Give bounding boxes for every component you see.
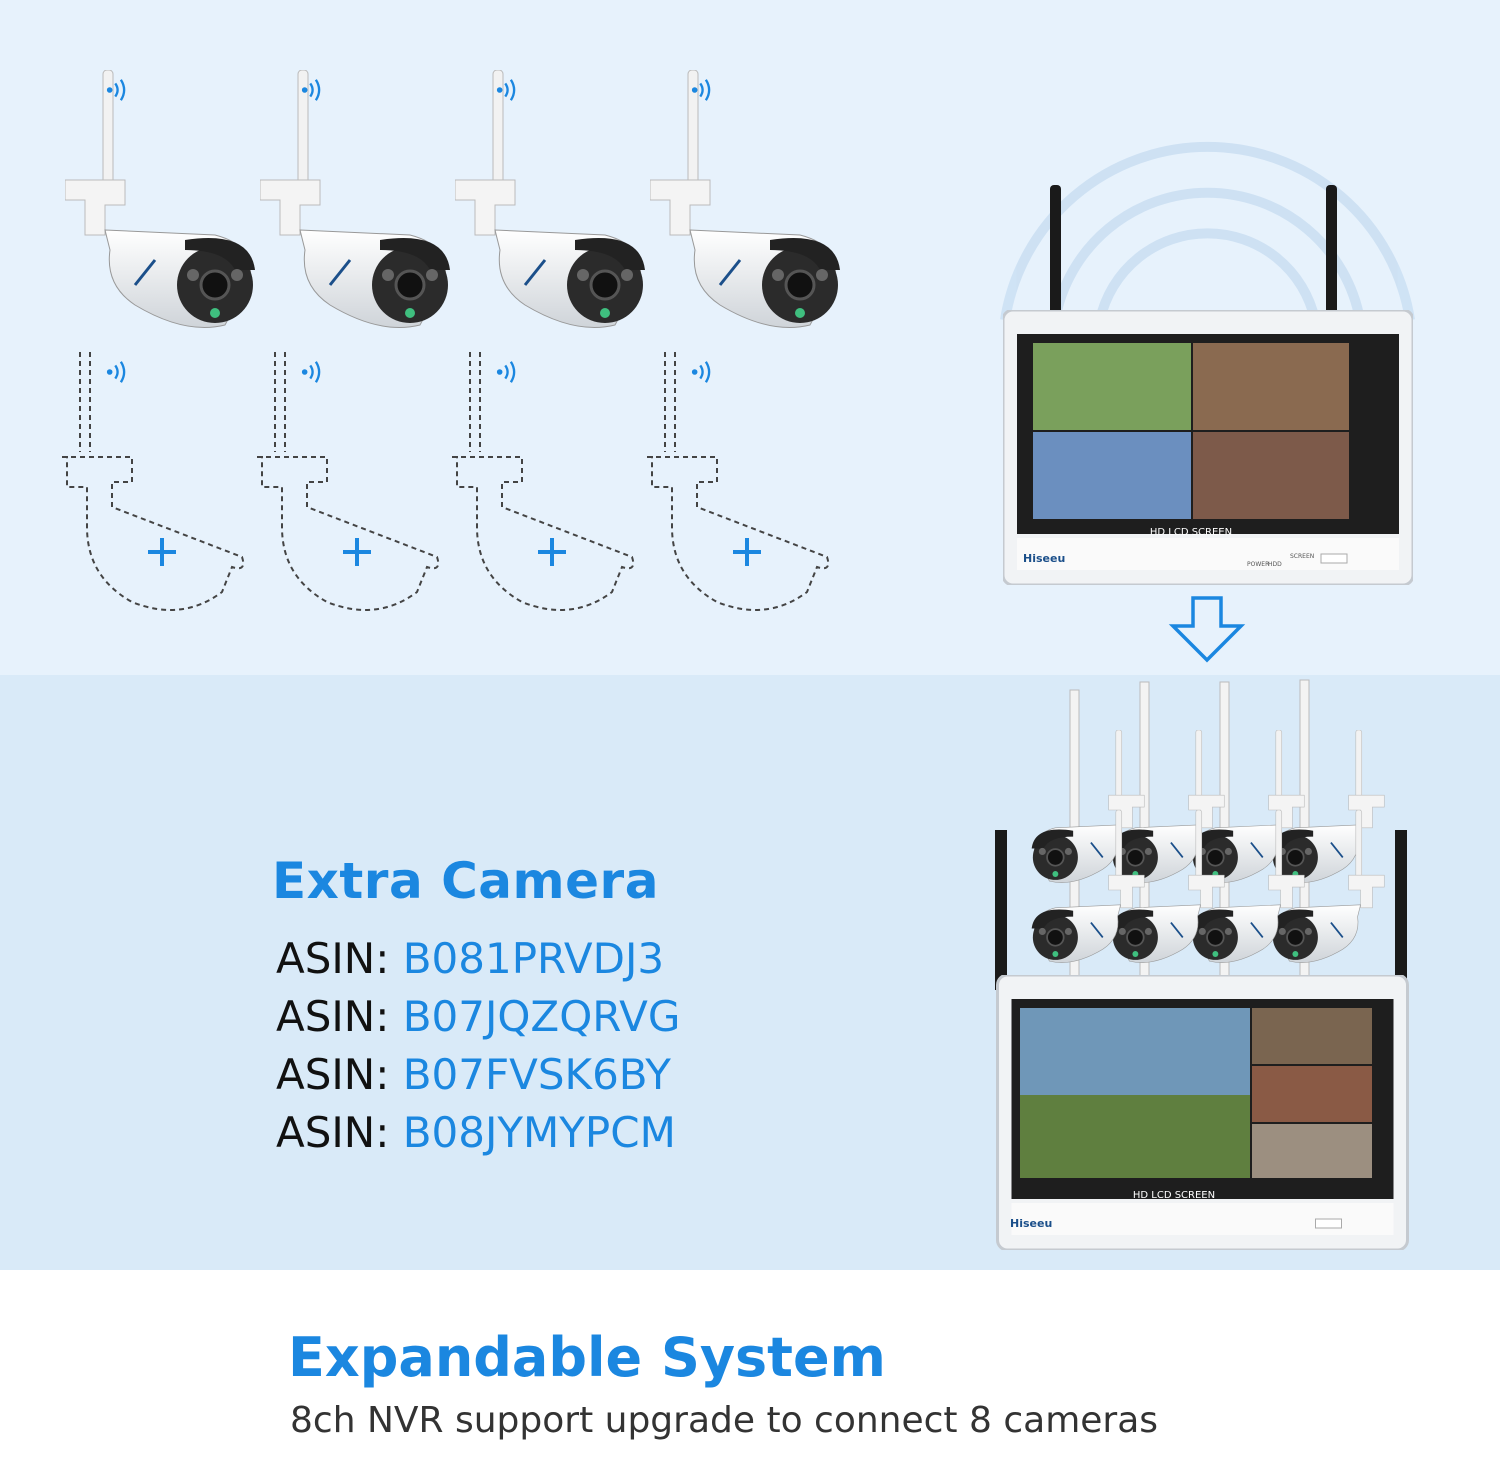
footer-title: Expandable System [288, 1326, 886, 1389]
wireless-waves [1000, 142, 1415, 322]
screen-button-label: SCREEN [1290, 553, 1314, 560]
camera-3 [455, 70, 647, 329]
screen-label: HD LCD SCREEN [1133, 1190, 1215, 1201]
asin-line: ASIN: B081PRVDJ3 [276, 934, 664, 983]
asin-code: B07FVSK6BY [402, 1050, 671, 1099]
brand-logo: Hiseeu [1010, 1217, 1052, 1230]
nvr-monitor-4ch: HD LCD SCREEN Hiseeu POWER HDD SCREEN [1000, 142, 1415, 585]
plus-icon [148, 538, 176, 566]
bottom-section [0, 1270, 1500, 1457]
brand-logo: Hiseeu [1023, 552, 1065, 565]
extra-camera-title: Extra Camera [272, 852, 659, 910]
empty-camera-slot [647, 352, 830, 611]
asin-line: ASIN: B07FVSK6BY [276, 1050, 671, 1099]
asin-label: ASIN: [276, 992, 390, 1041]
asin-label: ASIN: [276, 1050, 390, 1099]
asin-code: B081PRVDJ3 [402, 934, 665, 983]
wifi-signal-icon [690, 360, 711, 384]
asin-code: B08JYMYPCM [402, 1108, 676, 1157]
plus-icon [538, 538, 566, 566]
ghost-camera-group [62, 352, 830, 611]
footer-subtitle: 8ch NVR support upgrade to connect 8 cam… [290, 1400, 1159, 1441]
camera-2 [260, 70, 452, 329]
down-arrow-icon [1168, 596, 1246, 663]
asin-label: ASIN: [276, 1108, 390, 1157]
plus-icon [343, 538, 371, 566]
wifi-signal-icon [105, 360, 126, 384]
asin-code: B07JQZQRVG [402, 992, 681, 1041]
camera-4 [650, 70, 842, 329]
camera-1 [65, 70, 257, 329]
camera-group-top [65, 70, 842, 329]
screen-label: HD LCD SCREEN [1150, 527, 1232, 538]
wifi-signal-icon [495, 360, 516, 384]
nvr-system-8ch: HD LCD SCREEN Hiseeu [995, 679, 1410, 1250]
power-label: POWER [1247, 561, 1269, 568]
empty-camera-slot [257, 352, 440, 611]
hdd-label: HDD [1268, 561, 1282, 568]
wifi-signal-icon [300, 360, 321, 384]
plus-icon [733, 538, 761, 566]
empty-camera-slot [452, 352, 635, 611]
product-illustration: HD LCD SCREEN Hiseeu POWER HDD SCREEN HD… [62, 70, 1415, 1250]
asin-line: ASIN: B07JQZQRVG [276, 992, 680, 1041]
empty-camera-slot [62, 352, 245, 611]
asin-line: ASIN: B08JYMYPCM [276, 1108, 676, 1157]
asin-label: ASIN: [276, 934, 390, 983]
